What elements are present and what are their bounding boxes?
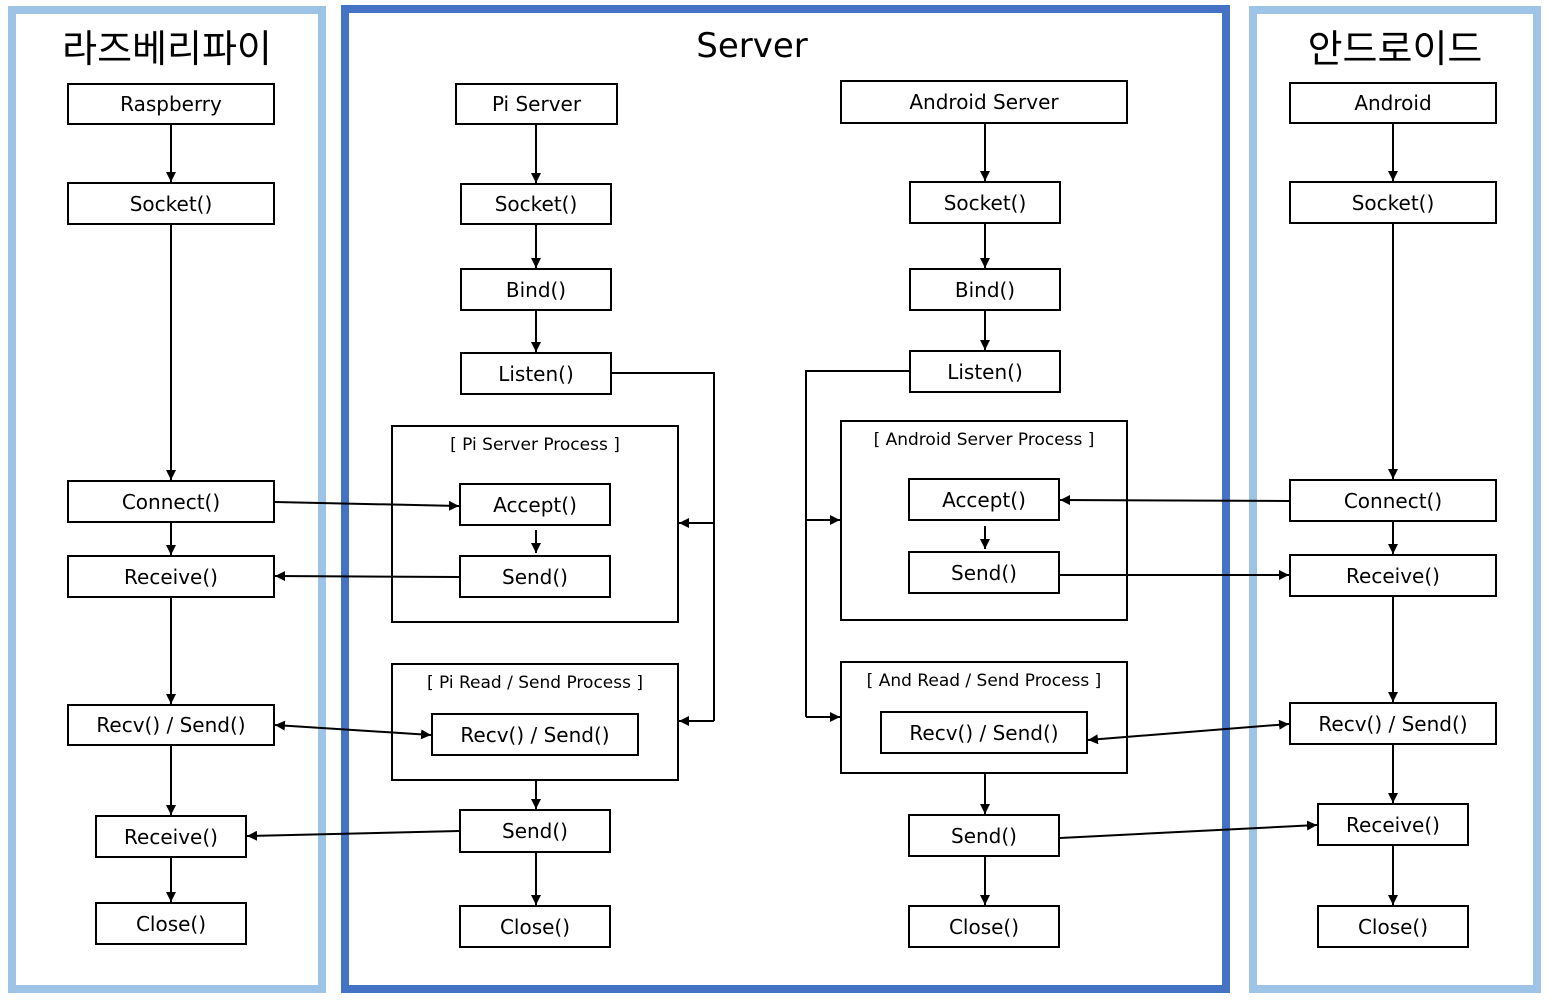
android-lane-title: 안드로이드 — [1307, 27, 1483, 71]
line-android-server-listen-branch — [805, 370, 909, 717]
android-server-accept-node: Accept() — [908, 478, 1060, 521]
android-server-bind-node: Bind() — [909, 268, 1061, 311]
raspberry-recv-send-node: Recv() / Send() — [67, 704, 275, 746]
raspberry-receive2-node: Receive() — [95, 815, 247, 858]
arrow-pi-send-to-raspberry-receive — [274, 571, 460, 582]
android-start-node: Android — [1289, 82, 1497, 124]
android-server-send-node: Send() — [908, 551, 1060, 594]
pi-server-close-node: Close() — [459, 905, 611, 948]
pi-server-accept-node: Accept() — [459, 483, 611, 526]
android-connect-node: Connect() — [1289, 479, 1497, 522]
android-server-listen-node: Listen() — [909, 350, 1061, 393]
arrow-raspberry-connect-to-pi-accept — [274, 500, 460, 511]
raspberry-lane — [8, 6, 326, 993]
android-server-recv-send-node: Recv() / Send() — [880, 711, 1088, 754]
pi-read-send-process-label: [ Pi Read / Send Process ] — [426, 673, 644, 693]
arrow-android-recv-send-exchange — [1087, 719, 1290, 745]
android-receive2-node: Receive() — [1317, 803, 1469, 846]
pi-server-recv-send-node: Recv() / Send() — [431, 713, 639, 756]
raspberry-receive-node: Receive() — [67, 555, 275, 598]
pi-server-bind-node: Bind() — [460, 268, 612, 311]
android-read-send-process-label: [ And Read / Send Process ] — [866, 671, 1102, 691]
android-server-send2-node: Send() — [908, 814, 1060, 857]
android-server-socket-node: Socket() — [909, 181, 1061, 224]
pi-server-process-label: [ Pi Server Process ] — [450, 435, 620, 455]
android-lane — [1249, 6, 1541, 993]
pi-server-start-node: Pi Server — [455, 83, 618, 125]
raspberry-close-node: Close() — [95, 902, 247, 945]
raspberry-socket-node: Socket() — [67, 182, 275, 225]
arrow-raspberry-pi-recv-send-exchange — [274, 720, 432, 740]
arrow-android-connect-to-server-accept — [1059, 495, 1290, 506]
android-socket-node: Socket() — [1289, 181, 1497, 224]
arrow-android-server-send2-to-android-receive2 — [1059, 820, 1318, 839]
pi-server-listen-node: Listen() — [460, 352, 612, 395]
android-receive-node: Receive() — [1289, 554, 1497, 597]
pi-server-send2-node: Send() — [459, 809, 611, 853]
pi-server-socket-node: Socket() — [460, 183, 612, 225]
server-lane — [341, 5, 1230, 993]
android-close-node: Close() — [1317, 905, 1469, 948]
android-server-start-node: Android Server — [840, 80, 1128, 124]
arrow-pi-send2-to-raspberry-receive2 — [246, 830, 460, 841]
raspberry-lane-title: 라즈베리파이 — [62, 27, 272, 71]
android-server-process-label: [ Android Server Process ] — [873, 430, 1095, 450]
server-lane-title: Server — [696, 26, 808, 66]
android-recv-send-node: Recv() / Send() — [1289, 702, 1497, 745]
pi-server-send-node: Send() — [459, 555, 611, 598]
android-server-close-node: Close() — [908, 905, 1060, 948]
line-pi-server-listen-branch — [612, 372, 715, 721]
raspberry-connect-node: Connect() — [67, 480, 275, 523]
raspberry-start-node: Raspberry — [67, 83, 275, 125]
